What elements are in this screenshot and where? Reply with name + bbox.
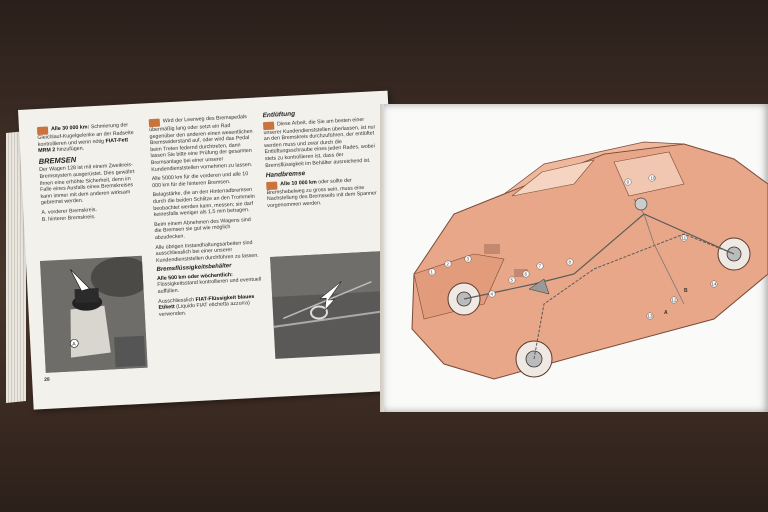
fluid-type-paragraph: Ausschliesslich FIAT-Flüssigkeit blaues … <box>158 293 255 318</box>
grille-vent <box>484 244 500 254</box>
left-column-2: Wird der Leerweg des Bremspedals übermäß… <box>148 114 263 322</box>
handbrake-photo-drawing <box>270 251 388 359</box>
svg-text:10: 10 <box>651 176 657 181</box>
intro-paragraph: Alle 30 000 km: Schmierung der Gleichlau… <box>36 122 134 155</box>
svg-text:A: A <box>72 341 76 347</box>
svg-text:12: 12 <box>672 298 678 303</box>
lining-thickness-paragraph: Belagstärke, die an den Hinterradbremsen… <box>152 187 255 219</box>
reservoir-photo-drawing: A <box>39 255 148 373</box>
svg-text:11: 11 <box>682 236 687 241</box>
service-paragraph: Alle übrigen Instandhaltungsarbeiten sin… <box>155 239 259 264</box>
svg-text:A: A <box>664 310 668 316</box>
svg-text:4: 4 <box>491 292 494 297</box>
brake-fluid-reservoir-photo: A <box>39 255 148 373</box>
intake-vent <box>514 269 528 277</box>
circuit-labels: A B <box>664 288 688 316</box>
svg-text:13: 13 <box>648 314 654 319</box>
svg-text:6: 6 <box>525 272 528 277</box>
pedal-assembly <box>528 278 550 295</box>
brake-pedal-paragraph: Wird der Leerweg des Bremspedals übermäß… <box>148 114 253 173</box>
right-page: 1 2 3 4 5 6 7 8 9 10 11 12 13 14 A B <box>384 104 768 412</box>
fluid-check-paragraph: Alle 500 km oder wöchentlich: Flüssigkei… <box>156 271 262 295</box>
svg-text:14: 14 <box>712 282 718 287</box>
cover-brakes-paragraph: Beim einem Abnehmen des Wagens sind die … <box>154 216 251 241</box>
brake-system-car-diagram: 1 2 3 4 5 6 7 8 9 10 11 12 13 14 A B <box>411 141 768 380</box>
left-column-3: Entlüftung Diese Arbeit, die Sie am best… <box>262 103 379 212</box>
side-window <box>613 151 685 197</box>
windshield <box>511 159 595 197</box>
svg-text:5: 5 <box>511 278 514 283</box>
bremsen-paragraph: Der Wagen 128 ist mit einem Zweikreis-Br… <box>39 162 135 207</box>
svg-text:B: B <box>684 288 688 294</box>
svg-text:9: 9 <box>627 180 630 185</box>
svg-text:2: 2 <box>447 262 450 267</box>
svg-text:1: 1 <box>431 270 434 275</box>
left-column-1: Alle 30 000 km: Schmierung der Gleichlau… <box>36 122 140 226</box>
brake-line-b <box>533 233 735 360</box>
brake-interval-paragraph: Alle 5000 km für die vorderen und alle 1… <box>151 171 249 189</box>
svg-text:8: 8 <box>569 260 572 265</box>
svg-text:7: 7 <box>539 264 542 269</box>
callout-labels: 1 2 3 4 5 6 7 8 9 10 11 12 13 14 <box>428 174 718 320</box>
bleeding-paragraph: Diese Arbeit, die Sie am besten einer un… <box>262 116 376 169</box>
brake-line-a <box>463 213 735 300</box>
master-cylinder <box>634 197 648 211</box>
left-page: Alle 30 000 km: Schmierung der Gleichlau… <box>18 90 404 410</box>
handbrake-paragraph: Alle 10 000 km oder sollte der Bremshebe… <box>266 177 377 210</box>
car-roof <box>503 141 685 195</box>
handbrake-cable-photo <box>270 251 388 359</box>
page-number: 28 <box>44 376 50 383</box>
svg-text:3: 3 <box>467 257 470 262</box>
